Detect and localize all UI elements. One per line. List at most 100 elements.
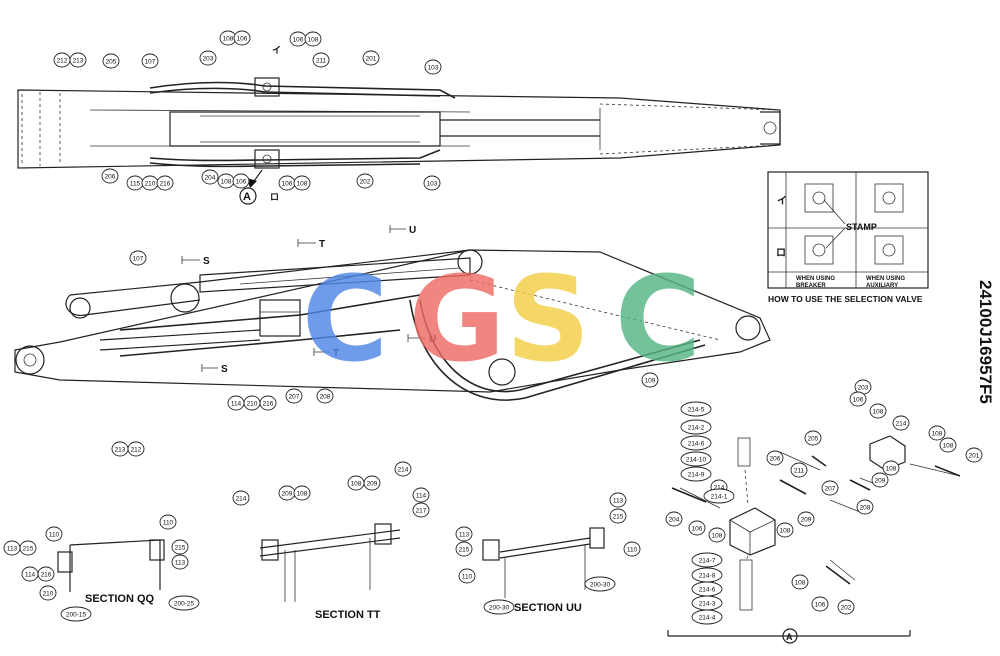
valve-part-number: 214-3 (699, 600, 716, 607)
mark-ro: ロ (270, 192, 279, 202)
valve-callout-bubble (797, 511, 815, 527)
top-part-number: 205 (106, 58, 117, 65)
qq-callout-bubble (159, 514, 177, 530)
valve-part-number: 214-6 (699, 586, 716, 593)
stamp-label: STAMP (846, 222, 877, 232)
qq-callout-bubble (171, 554, 189, 570)
valve-callout-bubble (965, 447, 983, 463)
uu-callout-bubble (584, 576, 616, 592)
side-callout-bubble (641, 372, 659, 388)
detail-a-marker: A (786, 632, 793, 642)
qq-part-number: 110 (49, 531, 60, 538)
top-part-number: 107 (145, 58, 156, 65)
top-part-number: 103 (428, 64, 439, 71)
qq-part-number: 114 (25, 571, 36, 578)
side-part-number: 207 (289, 393, 300, 400)
uu-callout-bubble (458, 568, 476, 584)
qq-part-number: 216 (41, 571, 52, 578)
side-part-number: 107 (133, 255, 144, 262)
section-uu-title: SECTION UU (514, 602, 582, 614)
valve-callout-bubble (837, 599, 855, 615)
top-part-number: 204 (205, 174, 216, 181)
valve-part-number: 214-4 (699, 614, 716, 621)
valve-part-number: 214 (896, 420, 907, 427)
cut-mark-u-1: U (409, 225, 416, 236)
valve-callout-bubble (869, 403, 887, 419)
uu-part-number: 113 (459, 531, 470, 538)
valve-part-number: 106 (815, 601, 826, 608)
top-part-number: 106 (237, 35, 248, 42)
valve-part-number: 214-5 (688, 406, 705, 413)
top-part-number: 115 (130, 180, 141, 187)
view-a-circle (239, 187, 257, 205)
mark-i: イ (272, 45, 281, 55)
valve-part-number: 214-1 (711, 493, 728, 500)
top-part-number: 103 (427, 180, 438, 187)
top-callout-bubble (293, 175, 311, 191)
cut-mark-u-2: U (429, 334, 436, 345)
qq-part-number: 113 (7, 545, 18, 552)
valve-callout-bubble (688, 520, 706, 536)
valve-part-number: 108 (932, 430, 943, 437)
uu-part-number: 200-30 (590, 581, 611, 588)
valve-part-number: 214-2 (688, 424, 705, 431)
view-a-label: A (243, 191, 251, 203)
tt-part-number: 108 (297, 490, 308, 497)
valve-part-number: 214-8 (699, 572, 716, 579)
tt-callout-bubble (394, 461, 412, 477)
top-part-number: 106 (293, 36, 304, 43)
uu-callout-bubble (455, 526, 473, 542)
top-callout-bubble (304, 31, 322, 47)
valve-callout-bubble (680, 466, 712, 482)
top-callout-bubble (423, 175, 441, 191)
uu-callout-bubble (609, 508, 627, 524)
valve-part-number: 203 (858, 384, 869, 391)
uu-part-number: 215 (459, 546, 470, 553)
section-tt-drawing: SECTION TT (259, 523, 401, 621)
cut-mark-s-1: S (203, 256, 210, 267)
top-part-number: 213 (73, 57, 84, 64)
tt-part-number: 217 (416, 507, 427, 514)
section-qq-drawing: SECTION QQ (57, 539, 165, 605)
side-callout-bubble (285, 388, 303, 404)
valve-part-number: 214-10 (686, 456, 707, 463)
qq-part-number: 215 (175, 544, 186, 551)
top-part-number: 216 (160, 180, 171, 187)
qq-callout-bubble (37, 566, 55, 582)
selection-valve-caption: HOW TO USE THE SELECTION VALVE (768, 294, 923, 304)
tt-callout-bubble (232, 490, 250, 506)
valve-part-number: 209 (875, 477, 886, 484)
uu-part-number: 215 (613, 513, 624, 520)
qq-part-number: 210 (43, 590, 54, 597)
qq-callout-bubble (39, 585, 57, 601)
uu-callout-bubble (455, 541, 473, 557)
top-part-number: 106 (282, 180, 293, 187)
top-callout-bubble (199, 50, 217, 66)
top-part-number: 212 (57, 57, 68, 64)
valve-callout-bubble (665, 511, 683, 527)
cut-mark-s-2: S (221, 364, 228, 375)
valve-part-number: 214-7 (699, 557, 716, 564)
valve-part-number: 207 (825, 485, 836, 492)
valve-part-number: 214 (714, 484, 725, 491)
valve-part-number: 209 (801, 516, 812, 523)
valve-part-number: 201 (969, 452, 980, 459)
side-callout-bubble (259, 395, 277, 411)
watermark-letter: G (409, 250, 506, 388)
side-part-number: 210 (247, 400, 258, 407)
uu-callout-bubble (483, 599, 515, 615)
top-callout-bubble (141, 53, 159, 69)
valve-callout-bubble (871, 472, 889, 488)
valve-part-number: 204 (669, 516, 680, 523)
qq-callout-bubble (19, 540, 37, 556)
tt-part-number: 114 (416, 492, 427, 499)
top-callout-bubble (102, 53, 120, 69)
tt-part-number: 108 (351, 480, 362, 487)
valve-callout-bubble (708, 527, 726, 543)
qq-part-number: 215 (23, 545, 34, 552)
valve-part-number: 108 (873, 408, 884, 415)
